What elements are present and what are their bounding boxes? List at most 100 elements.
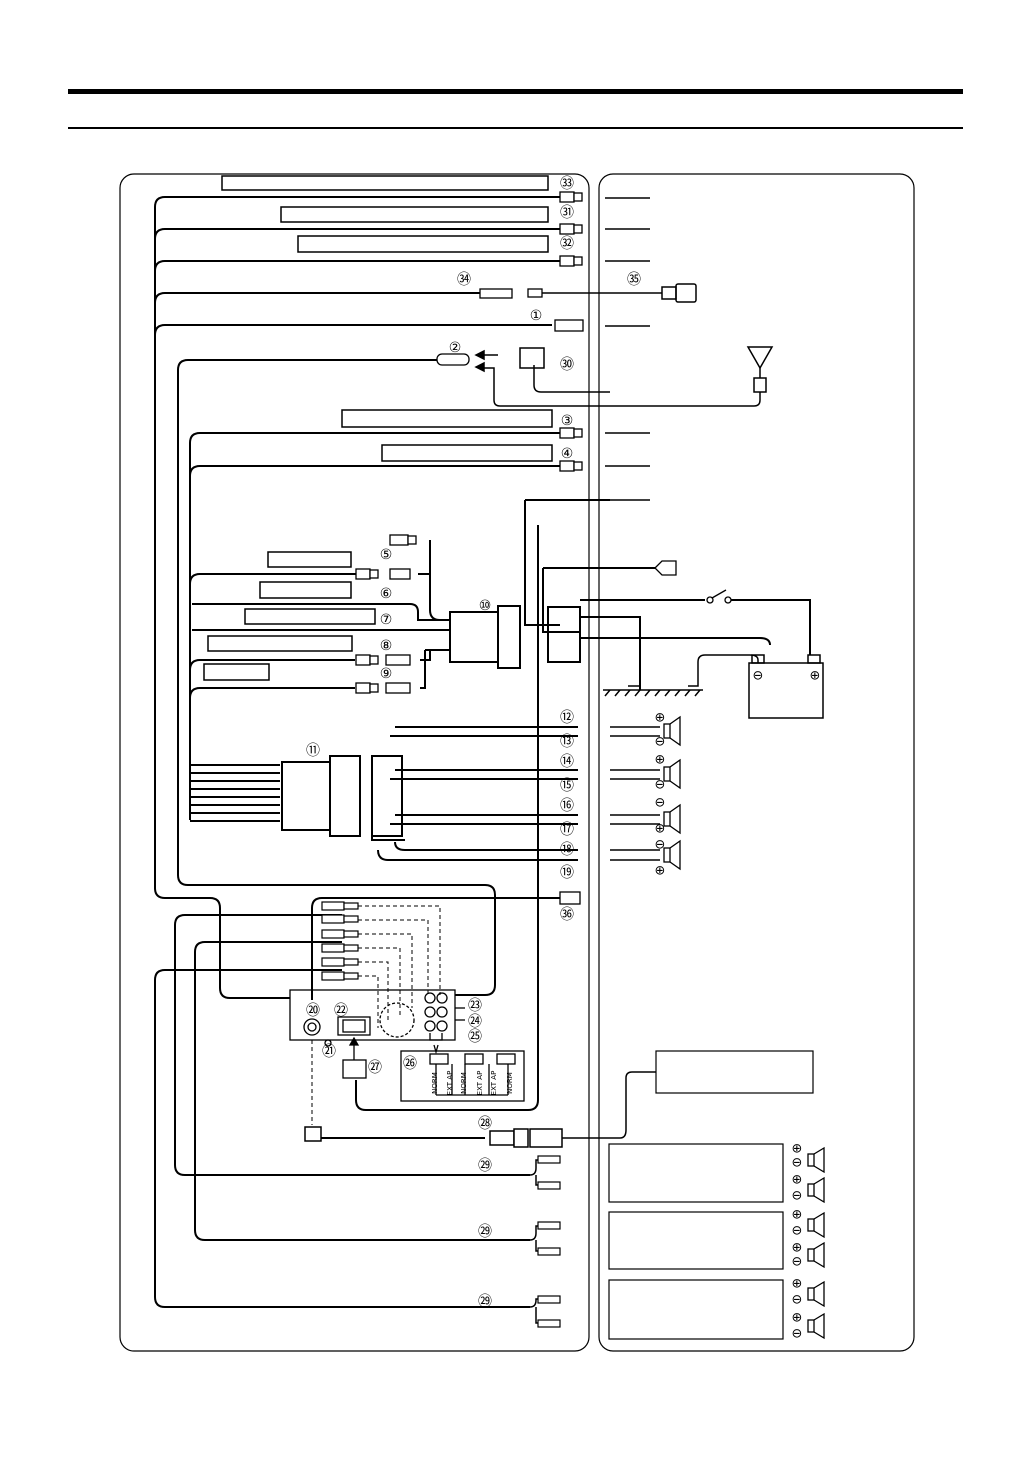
positive-terminal-icon: ⊕	[655, 711, 666, 726]
speaker-wires	[190, 726, 578, 861]
negative-terminal-icon: ⊖	[655, 735, 666, 750]
head-unit-panel	[119, 173, 590, 1352]
callout-1: ①	[530, 308, 543, 324]
positive-terminal-icon: ⊕	[810, 669, 821, 684]
switch-label: NORM	[431, 1072, 439, 1094]
callout-29b: ㉙	[478, 1224, 492, 1240]
callout-28: ㉘	[478, 1116, 492, 1132]
callout-10: ⑩	[479, 598, 492, 614]
negative-terminal-icon: ⊖	[655, 796, 666, 811]
callout-13: ⑬	[560, 734, 574, 750]
vehicle-panel	[598, 173, 915, 1352]
positive-terminal-icon: ⊕	[655, 822, 666, 837]
negative-terminal-icon: ⊖	[655, 838, 666, 853]
speaker-icon	[663, 839, 681, 871]
vehicle-leads	[605, 197, 660, 861]
switch-label: EXT AP	[446, 1071, 454, 1096]
antenna-icon	[474, 346, 774, 407]
rca-dashed-routes	[311, 905, 441, 1125]
fuse-icon	[654, 560, 677, 576]
callout-19: ⑲	[560, 865, 574, 881]
callout-23: ㉓	[468, 998, 482, 1014]
ignition-switch-icon	[706, 589, 732, 604]
positive-terminal-icon: ⊕	[792, 1311, 803, 1326]
negative-terminal-icon: ⊖	[792, 1293, 803, 1308]
speaker-icon	[663, 715, 681, 747]
callout-25: ㉕	[468, 1029, 482, 1045]
speaker-icon	[807, 1176, 825, 1204]
switch-label: NORM	[506, 1072, 514, 1094]
polarity-symbols: ⊕⊖⊕⊖⊖⊕⊖⊕⊖⊕⊕⊖⊕⊖⊕⊖⊕⊖⊕⊖⊕⊖	[655, 669, 821, 1342]
positive-terminal-icon: ⊕	[655, 864, 666, 879]
callout-27: ㉗	[368, 1060, 382, 1076]
negative-terminal-icon: ⊖	[792, 1156, 803, 1171]
speaker-icon	[807, 1146, 825, 1174]
callout-14: ⑭	[560, 754, 574, 770]
rca-plug-icon	[321, 901, 561, 1328]
callout-32: ㉜	[560, 236, 574, 252]
battery-icon	[748, 654, 824, 719]
positive-terminal-icon: ⊕	[792, 1142, 803, 1157]
callout-3: ③	[561, 413, 574, 429]
callout-11: ⑪	[306, 743, 320, 759]
callout-36: ㊱	[560, 907, 574, 923]
callout-22: ㉒	[334, 1003, 348, 1019]
callout-15: ⑮	[560, 778, 574, 794]
speaker-icon	[807, 1241, 825, 1269]
label-boxes	[203, 175, 553, 681]
rear-panel	[289, 989, 525, 1102]
speaker-icon	[663, 758, 681, 790]
callout-26: ㉖	[403, 1056, 417, 1072]
speaker-icon	[807, 1280, 825, 1308]
callout-16: ⑯	[560, 798, 574, 814]
callout-29a: ㉙	[478, 1158, 492, 1174]
callout-17: ⑰	[560, 822, 574, 838]
negative-terminal-icon: ⊖	[792, 1327, 803, 1342]
rca-output-wires	[529, 1159, 538, 1324]
callout-18: ⑱	[560, 842, 574, 858]
callout-34: ㉞	[457, 272, 471, 288]
positive-terminal-icon: ⊕	[792, 1173, 803, 1188]
callout-6: ⑥	[380, 586, 393, 602]
callout-35: ㉟	[627, 272, 641, 288]
switch-label: EXT AP	[476, 1071, 484, 1096]
callout-24: ㉔	[468, 1014, 482, 1030]
negative-terminal-icon: ⊖	[753, 669, 764, 684]
camera-connector-28	[304, 1071, 656, 1148]
negative-terminal-icon: ⊖	[655, 778, 666, 793]
callout-31: ㉛	[560, 205, 574, 221]
callout-7: ⑦	[380, 612, 393, 628]
switch-labels: NORM EXT AP NORM EXT AP EXT AP NORM	[431, 1071, 514, 1096]
callout-5: ⑤	[380, 547, 393, 563]
callout-33: ㉝	[560, 176, 574, 192]
callout-30: ㉚	[560, 357, 574, 373]
speaker-icon	[807, 1211, 825, 1239]
usb-connector-35	[542, 283, 697, 303]
callout-8: ⑧	[380, 638, 393, 654]
plug-connectors	[355, 191, 584, 905]
positive-terminal-icon: ⊕	[655, 753, 666, 768]
switch-label: NORM	[460, 1072, 468, 1094]
callout-20: ⑳	[306, 1003, 320, 1019]
negative-terminal-icon: ⊖	[792, 1189, 803, 1204]
harness-wires	[154, 196, 560, 1308]
header-rule-thin	[68, 127, 963, 129]
speaker-icon	[807, 1312, 825, 1340]
callout-12: ⑫	[560, 710, 574, 726]
speaker-icon	[663, 803, 681, 835]
negative-terminal-icon: ⊖	[792, 1224, 803, 1239]
positive-terminal-icon: ⊕	[792, 1277, 803, 1292]
callout-2: ②	[449, 340, 462, 356]
speakers	[663, 715, 825, 1340]
ground-icon	[603, 654, 759, 697]
positive-terminal-icon: ⊕	[792, 1241, 803, 1256]
power-harness-connector	[418, 540, 521, 689]
vehicle-connector	[524, 499, 811, 690]
speaker-harness-connector	[281, 755, 403, 837]
switch-label: EXT AP	[490, 1071, 498, 1096]
callout-4: ④	[561, 446, 574, 462]
callout-9: ⑨	[380, 666, 393, 682]
header-rule-thick	[68, 89, 963, 94]
